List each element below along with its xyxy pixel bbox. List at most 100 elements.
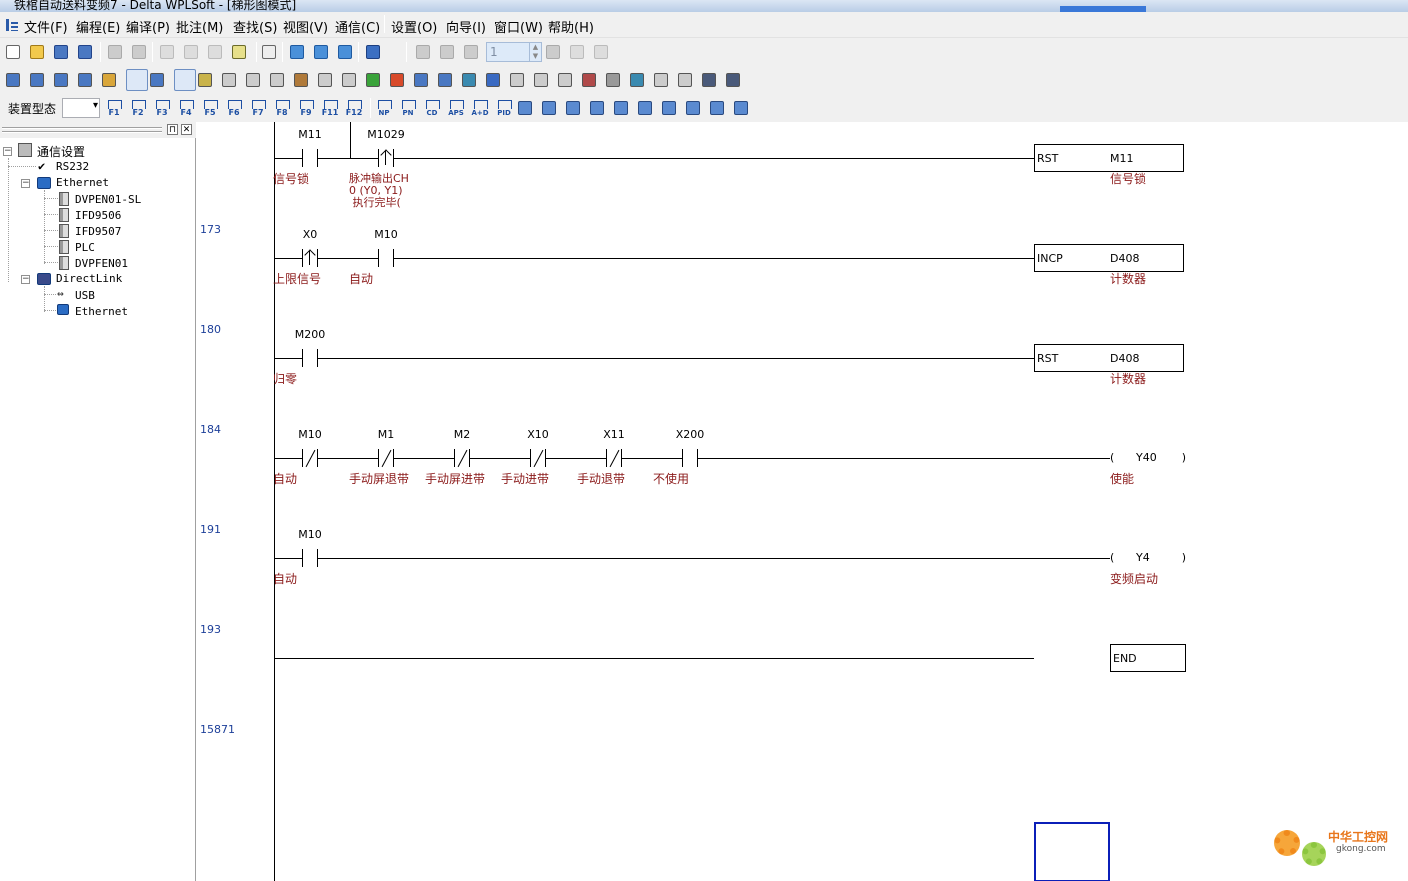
directlink-expander[interactable]: − [21,274,30,284]
table-icon[interactable] [734,101,748,115]
menu-10[interactable]: 帮助(H) [548,21,594,36]
pen-icon[interactable] [198,73,212,87]
sfc-view-icon[interactable] [54,73,68,87]
output-coil[interactable]: ()Y4 [1110,550,1186,566]
step-number-stepper[interactable]: 1▲ ▼ [486,42,542,62]
contact-no[interactable] [378,249,394,267]
open-folder-icon[interactable] [30,45,44,59]
menu-0[interactable]: 文件(F) [24,21,68,36]
edit-mode-icon[interactable] [102,73,116,87]
tree-item-ethernet-4[interactable]: DVPFEN01 [75,257,128,270]
instruction-button-4[interactable]: A+D [470,98,490,118]
register-icon[interactable] [630,73,644,87]
tree-item-ethernet-3[interactable]: PLC [75,241,95,254]
disabled-c[interactable] [270,73,284,87]
stepper-arrows[interactable]: ▲ ▼ [529,43,541,61]
instruction-button-2[interactable]: CD [422,98,442,118]
tree-item-directlink-1[interactable]: Ethernet [75,305,128,318]
grid-icon[interactable] [150,73,164,87]
contact-no[interactable] [302,349,318,367]
fkey-f6-button[interactable]: F6 [224,98,244,118]
menu-8[interactable]: 向导(I) [446,21,486,36]
close-icon[interactable]: ✕ [181,124,192,135]
disabled-a[interactable] [222,73,236,87]
tree-item-ethernet-0[interactable]: DVPEN01-SL [75,193,142,206]
contact-rise[interactable] [302,249,318,267]
ladder-view-icon[interactable] [6,73,20,87]
contact-nc[interactable] [606,449,622,467]
fkey-f2-button[interactable]: F2 [128,98,148,118]
code-icon[interactable] [486,73,500,87]
instruction-box[interactable]: END [1110,644,1186,672]
tree-item-directlink-0[interactable]: USB [75,289,95,302]
edit-cursor[interactable] [1034,822,1110,881]
tb1-disabled-e[interactable] [570,45,584,59]
tb1-disabled-b[interactable] [440,45,454,59]
instruction-view-icon[interactable] [30,73,44,87]
compare-icon[interactable] [462,73,476,87]
device-comment-icon[interactable] [174,69,196,91]
bar-icon[interactable] [686,101,700,115]
menu-9[interactable]: 窗口(W) [494,21,543,36]
ethernet-expander[interactable]: − [21,178,30,188]
contact-nc[interactable] [378,449,394,467]
tb1-disabled-c[interactable] [464,45,478,59]
disabled-i[interactable] [678,73,692,87]
contact-nc[interactable] [530,449,546,467]
tree-item-rs232[interactable]: RS232 [56,160,90,173]
mux-icon[interactable] [710,101,724,115]
contact-no[interactable] [302,549,318,567]
fkey-f12-button[interactable]: F12 [344,98,364,118]
output-coil[interactable]: ()Y40 [1110,450,1186,466]
save-all-icon[interactable] [78,45,92,59]
tree-item-root[interactable]: 通信设置 [37,145,86,159]
instruction-button-5[interactable]: PID [494,98,514,118]
fkey-f9-button[interactable]: F9 [296,98,316,118]
disabled-b[interactable] [246,73,260,87]
upload-icon[interactable] [438,73,452,87]
fkey-f5-button[interactable]: F5 [200,98,220,118]
menu-1[interactable]: 编程(E) [76,21,121,36]
device-type-select[interactable] [62,98,100,118]
zoom-out-icon[interactable] [338,45,352,59]
disabled-e[interactable] [510,73,524,87]
instruction-button-0[interactable]: NP [374,98,394,118]
tree-item-ethernet[interactable]: Ethernet [56,176,109,189]
redo-icon[interactable] [132,45,146,59]
instruction-button-1[interactable]: PN [398,98,418,118]
mail-icon[interactable] [638,101,652,115]
menu-3[interactable]: 批注(M) [176,21,224,36]
menu-6[interactable]: 通信(C) [335,21,381,36]
eraser-icon[interactable] [232,45,246,59]
help-icon[interactable] [366,45,380,59]
wave-icon[interactable] [542,101,556,115]
menu-7[interactable]: 设置(O) [391,21,438,36]
panel-grip[interactable] [2,127,162,129]
tree-item-directlink[interactable]: DirectLink [56,272,123,285]
fkey-f3-button[interactable]: F3 [152,98,172,118]
copy-icon[interactable] [184,45,198,59]
contact-rise[interactable] [378,149,394,167]
comment-icon[interactable] [78,73,92,87]
disabled-h[interactable] [654,73,668,87]
tb1-disabled-a[interactable] [416,45,430,59]
menu-4[interactable]: 查找(S) [233,21,278,36]
tools-icon[interactable] [726,73,740,87]
tb1-disabled-d[interactable] [546,45,560,59]
contact-nc[interactable] [454,449,470,467]
gear-icon[interactable] [590,101,604,115]
pin-icon[interactable]: ⊓ [167,124,178,135]
root-expander[interactable]: − [3,146,12,156]
fkey-f8-button[interactable]: F8 [272,98,292,118]
zoom-in-icon[interactable] [314,45,328,59]
monitor-icon[interactable] [126,69,148,91]
fkey-f4-button[interactable]: F4 [176,98,196,118]
disabled-g[interactable] [558,73,572,87]
menu-5[interactable]: 视图(V) [283,21,329,36]
run-icon[interactable] [366,73,380,87]
jump-icon[interactable] [262,45,276,59]
menu-2[interactable]: 编译(P) [126,21,170,36]
